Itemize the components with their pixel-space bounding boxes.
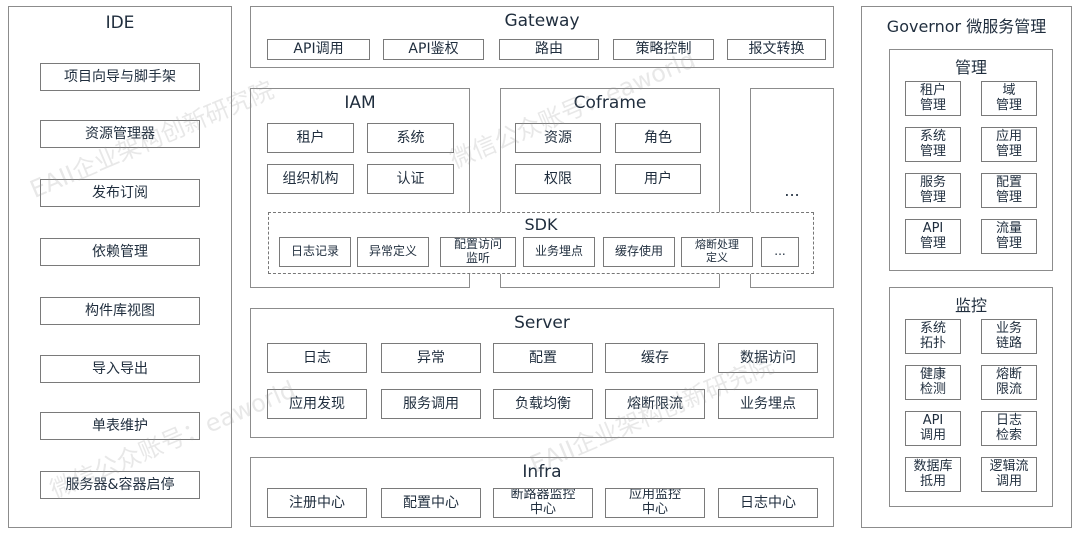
mon-item-topology[interactable]: 系统 拓扑 xyxy=(905,319,961,354)
server-item-config[interactable]: 配置 xyxy=(493,343,593,373)
sdk-item-circuit-breaker[interactable]: 熔断处理 定义 xyxy=(681,237,753,267)
management-title: 管理 xyxy=(954,58,987,77)
gateway-item-api-auth[interactable]: API鉴权 xyxy=(383,39,484,60)
mgmt-item-application[interactable]: 应用 管理 xyxy=(981,127,1037,162)
coframe-item-user[interactable]: 用户 xyxy=(615,164,701,194)
server-item-app-discovery[interactable]: 应用发现 xyxy=(267,389,367,419)
mgmt-item-service[interactable]: 服务 管理 xyxy=(905,173,961,208)
iam-item-system[interactable]: 系统 xyxy=(367,123,454,153)
ide-item-resource-manager[interactable]: 资源管理器 xyxy=(40,120,200,148)
server-item-log[interactable]: 日志 xyxy=(267,343,367,373)
mon-item-circuit-limit[interactable]: 熔断 限流 xyxy=(981,365,1037,400)
server-item-business-tracking[interactable]: 业务埋点 xyxy=(718,389,818,419)
mon-item-business-trace[interactable]: 业务 链路 xyxy=(981,319,1037,354)
mon-item-health-check[interactable]: 健康 检测 xyxy=(905,365,961,400)
ide-title: IDE xyxy=(105,13,135,33)
iam-item-authentication[interactable]: 认证 xyxy=(367,164,454,194)
governor-panel: Governor 微服务管理 管理 租户 管理 域 管理 系统 管理 应用 管理… xyxy=(861,6,1072,528)
infra-item-log-center[interactable]: 日志中心 xyxy=(718,488,818,518)
ide-item-dependency[interactable]: 依赖管理 xyxy=(40,238,200,266)
ide-item-server-container[interactable]: 服务器&容器启停 xyxy=(40,471,200,499)
sdk-item-exception[interactable]: 异常定义 xyxy=(357,237,429,267)
monitoring-title: 监控 xyxy=(954,296,987,315)
gateway-item-api-call[interactable]: API调用 xyxy=(267,39,370,60)
server-item-cache[interactable]: 缓存 xyxy=(605,343,705,373)
mgmt-item-system[interactable]: 系统 管理 xyxy=(905,127,961,162)
infra-item-breaker-monitor[interactable]: 断路器监控 中心 xyxy=(493,488,593,518)
iam-item-organization[interactable]: 组织机构 xyxy=(267,164,354,194)
mon-item-log-search[interactable]: 日志 检索 xyxy=(981,411,1037,446)
mgmt-item-traffic[interactable]: 流量 管理 xyxy=(981,219,1037,254)
ide-item-import-export[interactable]: 导入导出 xyxy=(40,355,200,383)
infra-item-registry[interactable]: 注册中心 xyxy=(267,488,367,518)
mgmt-item-api[interactable]: API 管理 xyxy=(905,219,961,254)
sdk-title: SDK xyxy=(524,215,558,234)
infra-item-app-monitor[interactable]: 应用监控 中心 xyxy=(605,488,705,518)
mgmt-item-domain[interactable]: 域 管理 xyxy=(981,81,1037,116)
server-panel: Server 日志 异常 配置 缓存 数据访问 应用发现 服务调用 负载均衡 熔… xyxy=(250,308,834,438)
gateway-title: Gateway xyxy=(504,11,580,31)
monitoring-panel: 监控 系统 拓扑 业务 链路 健康 检测 熔断 限流 API 调用 日志 检索 … xyxy=(889,287,1053,507)
sdk-item-cache-usage[interactable]: 缓存使用 xyxy=(603,237,675,267)
sdk-item-business-tracking[interactable]: 业务埋点 xyxy=(523,237,595,267)
mon-item-db-usage[interactable]: 数据库 抵用 xyxy=(905,457,961,492)
server-item-data-access[interactable]: 数据访问 xyxy=(718,343,818,373)
ide-item-project-wizard[interactable]: 项目向导与脚手架 xyxy=(40,63,200,91)
mgmt-item-tenant[interactable]: 租户 管理 xyxy=(905,81,961,116)
sdk-item-config-listen[interactable]: 配置访问 监听 xyxy=(440,237,516,267)
coframe-item-permission[interactable]: 权限 xyxy=(515,164,601,194)
iam-item-tenant[interactable]: 租户 xyxy=(267,123,354,153)
ide-panel: IDE 项目向导与脚手架 资源管理器 发布订阅 依赖管理 构件库视图 导入导出 … xyxy=(8,6,232,528)
server-item-exception[interactable]: 异常 xyxy=(381,343,481,373)
coframe-item-resource[interactable]: 资源 xyxy=(515,123,601,153)
infra-panel: Infra 注册中心 配置中心 断路器监控 中心 应用监控 中心 日志中心 xyxy=(250,457,834,527)
sdk-item-more[interactable]: ... xyxy=(761,237,799,267)
governor-title: Governor 微服务管理 xyxy=(886,17,1047,36)
gateway-panel: Gateway API调用 API鉴权 路由 策略控制 报文转换 xyxy=(250,6,834,68)
iam-title: IAM xyxy=(344,93,376,113)
ide-item-artifact-view[interactable]: 构件库视图 xyxy=(40,297,200,325)
infra-title: Infra xyxy=(522,462,562,482)
coframe-item-role[interactable]: 角色 xyxy=(615,123,701,153)
gateway-item-routing[interactable]: 路由 xyxy=(499,39,599,60)
server-item-service-call[interactable]: 服务调用 xyxy=(381,389,481,419)
ide-item-single-table[interactable]: 单表维护 xyxy=(40,412,200,440)
mon-item-api-call[interactable]: API 调用 xyxy=(905,411,961,446)
gateway-item-message-transform[interactable]: 报文转换 xyxy=(727,39,826,60)
server-item-load-balance[interactable]: 负载均衡 xyxy=(493,389,593,419)
sdk-panel: SDK 日志记录 异常定义 配置访问 监听 业务埋点 缓存使用 熔断处理 定义 … xyxy=(268,212,814,274)
extra-ellipsis: ... xyxy=(784,181,800,200)
gateway-item-policy[interactable]: 策略控制 xyxy=(613,39,714,60)
mon-item-logic-flow[interactable]: 逻辑流 调用 xyxy=(981,457,1037,492)
coframe-title: Coframe xyxy=(573,93,647,113)
server-item-circuit-limit[interactable]: 熔断限流 xyxy=(605,389,705,419)
ide-item-pubsub[interactable]: 发布订阅 xyxy=(40,179,200,207)
server-title: Server xyxy=(514,313,570,333)
management-panel: 管理 租户 管理 域 管理 系统 管理 应用 管理 服务 管理 配置 管理 AP… xyxy=(889,49,1053,271)
infra-item-config-center[interactable]: 配置中心 xyxy=(381,488,481,518)
mgmt-item-config[interactable]: 配置 管理 xyxy=(981,173,1037,208)
sdk-item-logging[interactable]: 日志记录 xyxy=(279,237,351,267)
